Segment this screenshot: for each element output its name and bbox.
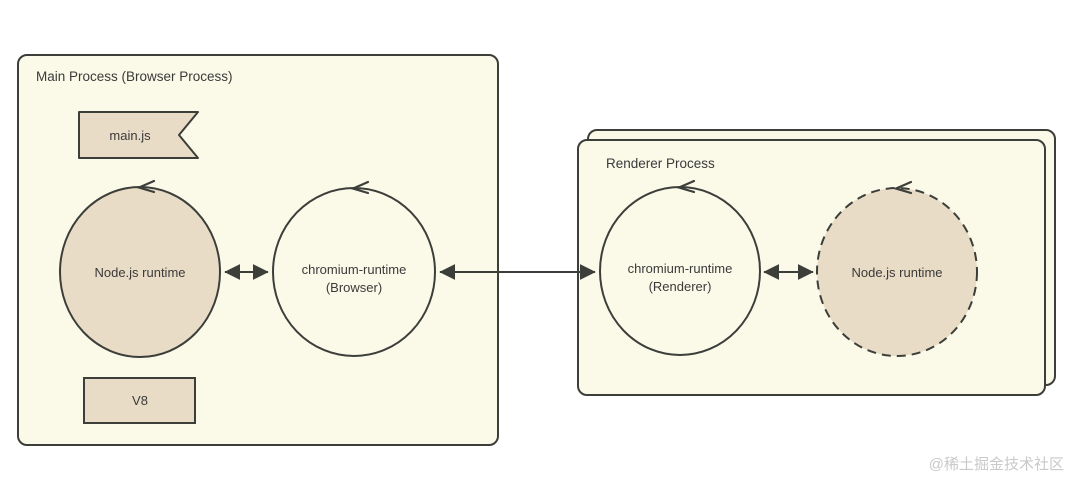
main-js-label: main.js: [109, 128, 151, 143]
renderer-process-title: Renderer Process: [606, 156, 715, 171]
v8-label: V8: [132, 393, 148, 408]
loop-arrow-icon: [349, 180, 370, 195]
chromium-renderer-label-line2: (Renderer): [649, 279, 712, 294]
main-js-flag: [78, 111, 199, 159]
chromium-browser-label-line1: chromium-runtime: [302, 262, 407, 277]
node-runtime-label-main: Node.js runtime: [94, 265, 185, 280]
v8-box: [83, 377, 196, 424]
loop-arrow-icon: [675, 179, 696, 194]
chromium-renderer-label-line1: chromium-runtime: [628, 261, 733, 276]
chromium-browser-label-line2: (Browser): [326, 280, 382, 295]
loop-arrow-icon: [892, 180, 913, 195]
node-runtime-circle-renderer: [816, 187, 978, 357]
loop-arrow-icon: [135, 179, 156, 194]
node-runtime-label-renderer: Node.js runtime: [851, 265, 942, 280]
main-process-title: Main Process (Browser Process): [36, 69, 233, 84]
watermark: @稀土掘金技术社区: [929, 456, 1064, 473]
